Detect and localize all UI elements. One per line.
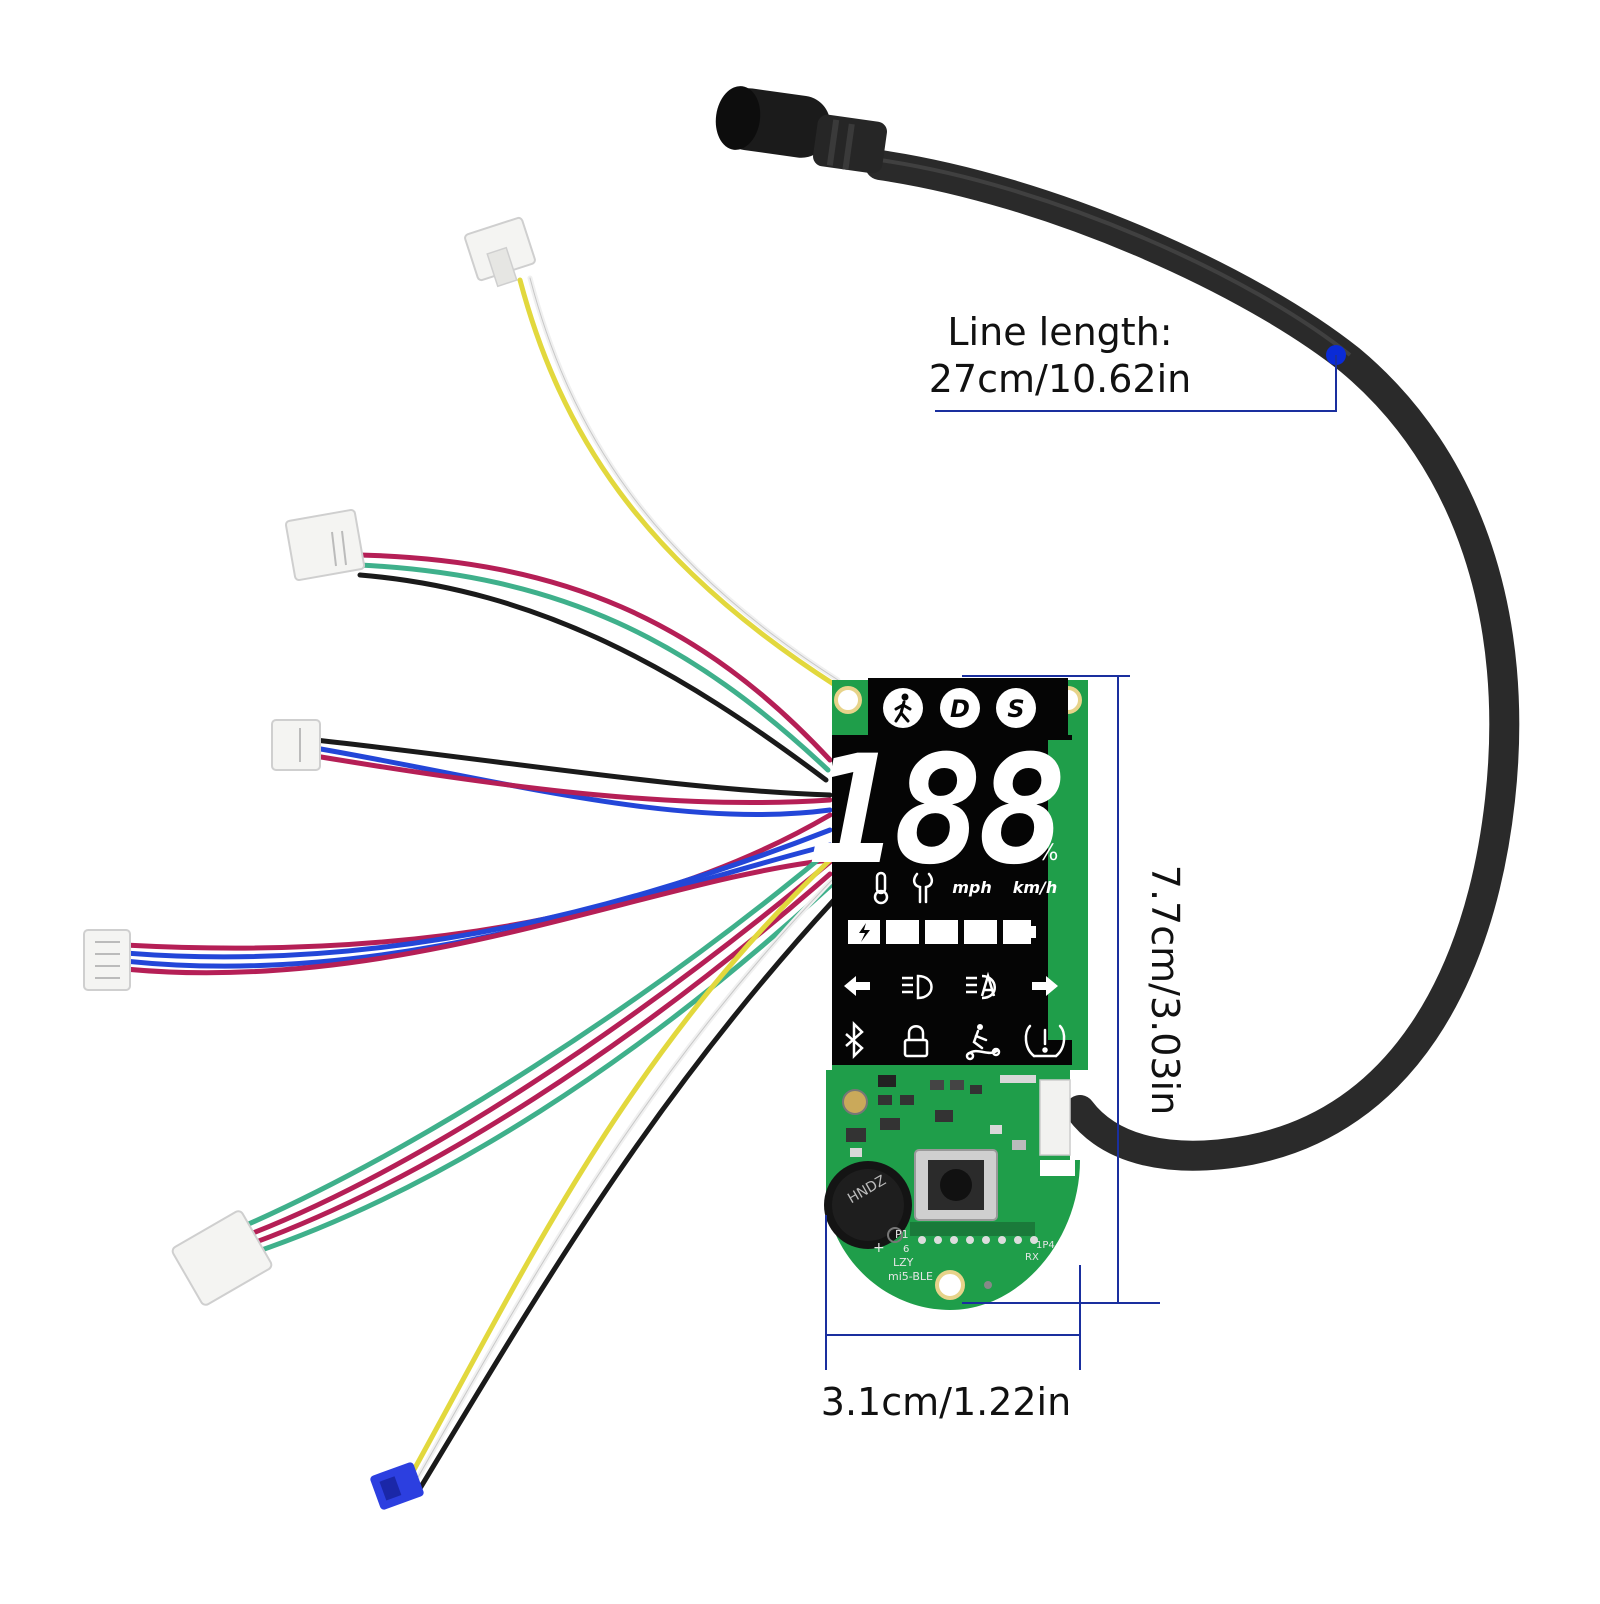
cruise-icon [965,1024,1001,1061]
line-length-annotation: Line length: 27cm/10.62in [929,310,1346,412]
pcb-components [842,1075,1038,1244]
thermometer-icon [873,871,889,905]
connector-blue [370,1462,424,1510]
tire-pressure-warning-icon [1024,1024,1066,1058]
bluetooth-icon [845,1020,864,1060]
battery-segment [925,920,958,944]
height-dimension [962,675,1160,1304]
wire-harness [122,275,841,1498]
pcb-label-rx: RX [1025,1252,1039,1263]
pcb-label-p1: P1 [895,1228,909,1241]
walk-icon [894,693,912,723]
pcb-label-6: 6 [903,1244,909,1255]
pcb-label-plus: + [873,1240,885,1256]
headlight-icon [902,974,933,1000]
pcb-label-lzy: LZY [893,1256,914,1269]
mode-s: S [996,688,1036,728]
speed-digits: 188 [809,724,1062,898]
lightning-icon [859,923,870,942]
lock-icon [903,1025,929,1058]
auto-light-icon [966,971,996,1000]
battery-segment [886,920,919,944]
main-cable [865,150,1520,1171]
width-dimension [825,1215,1081,1370]
mode-d: D [940,688,980,728]
battery-indicator [848,920,1036,944]
unit-kmh: km/h [1013,878,1058,897]
left-arrow-icon [844,976,870,996]
mode-s-label: S [1007,695,1024,723]
unit-mph: mph [952,878,992,897]
battery-tip [1031,926,1036,938]
cable-connector [715,86,887,174]
connector-2pin-middle [271,719,321,771]
connector-2pin-top [464,216,536,288]
right-arrow-icon [1032,976,1058,996]
battery-segment [964,920,997,944]
height-label: 7.7cm/3.03in [1143,865,1187,1115]
mode-d-label: D [950,695,970,723]
wrench-icon [912,872,934,904]
buzzer: HNDZ [824,1161,912,1249]
pcb-label-1p4: 1P4 [1036,1240,1055,1251]
line-length-title: Line length: [947,310,1172,354]
lcd-display: D S 188 % mph km/h [809,678,1076,1065]
connector-3pin-upper [284,509,366,581]
line-length-value: 27cm/10.62in [929,357,1192,401]
pcb-label-model: mi5-BLE [888,1270,933,1283]
percent-sign: % [1038,841,1059,866]
battery-segment [1003,920,1031,944]
mode-walk [883,688,923,728]
width-label: 3.1cm/1.22in [821,1380,1071,1424]
leader-line [935,355,1337,412]
connector-4pin-bottom [171,1210,273,1306]
connector-4pin-left [83,929,131,991]
